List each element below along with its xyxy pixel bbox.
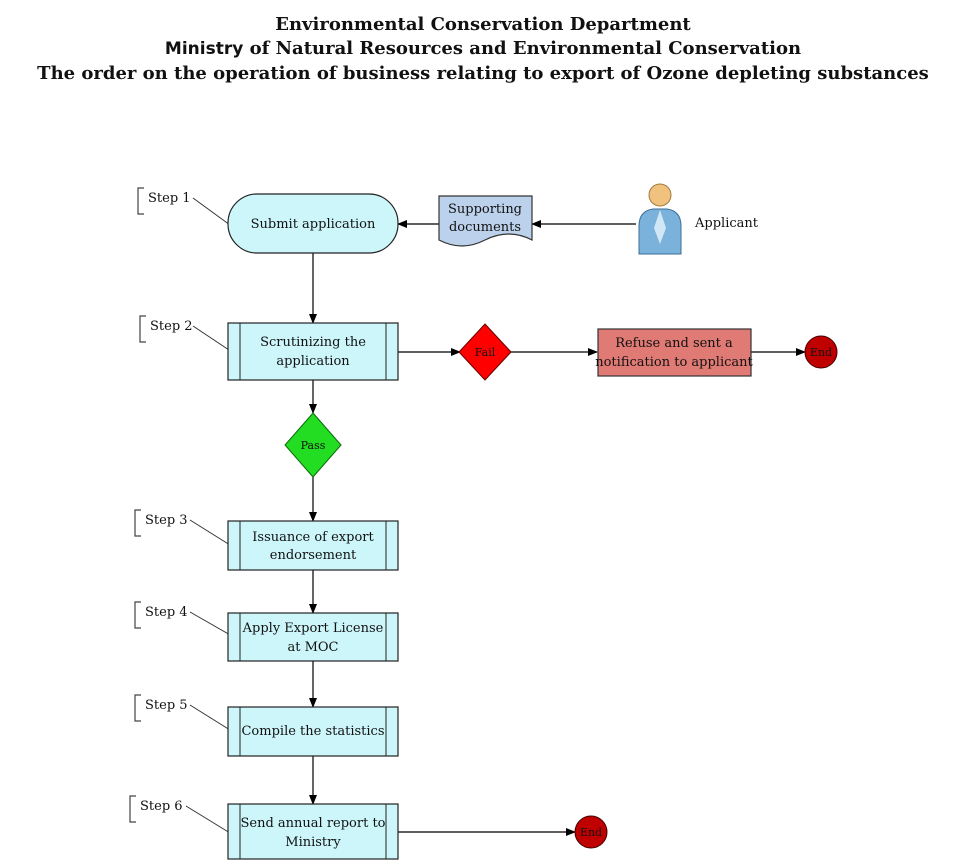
svg-text:at MOC: at MOC xyxy=(287,640,338,655)
applicant-icon xyxy=(638,183,682,255)
svg-text:Pass: Pass xyxy=(301,439,326,452)
scrutinize-node: Scrutinizing the application xyxy=(227,322,399,381)
svg-text:End: End xyxy=(810,346,832,359)
svg-text:Refuse and sent a: Refuse and sent a xyxy=(615,336,733,351)
header-ministry: Ministry of Natural Resources and Enviro… xyxy=(0,38,966,59)
svg-text:Step 5: Step 5 xyxy=(145,698,188,713)
svg-text:endorsement: endorsement xyxy=(270,548,357,563)
step-label-1: Step 1 xyxy=(137,187,231,226)
fail-decision: Fail xyxy=(458,323,512,381)
step-label-3: Step 3 xyxy=(134,509,231,546)
svg-text:documents: documents xyxy=(449,220,521,235)
svg-text:Step 3: Step 3 xyxy=(145,513,188,528)
end-node-1: End xyxy=(804,335,838,369)
applicant-label: Applicant xyxy=(694,216,759,231)
svg-text:Step 6: Step 6 xyxy=(140,799,183,814)
ministry-rest: of Natural Resources and Environmental C… xyxy=(243,38,802,59)
svg-text:Apply Export License: Apply Export License xyxy=(242,621,384,636)
header-order-title: The order on the operation of business r… xyxy=(37,63,929,84)
svg-text:Ministry: Ministry xyxy=(285,835,341,850)
compile-statistics-node: Compile the statistics xyxy=(227,706,399,757)
step-label-2: Step 2 xyxy=(139,315,233,353)
step-label-4: Step 4 xyxy=(134,601,233,637)
pass-decision: Pass xyxy=(284,412,342,478)
supporting-documents-node: Supporting documents xyxy=(438,195,533,247)
issuance-node: Issuance of export endorsement xyxy=(227,520,399,571)
ministry-word: Ministry xyxy=(164,39,244,59)
svg-text:Step 1: Step 1 xyxy=(148,191,191,206)
step-label-5: Step 5 xyxy=(134,694,231,731)
svg-text:notification to applicant: notification to applicant xyxy=(595,355,753,370)
svg-text:End: End xyxy=(580,826,602,839)
svg-text:Step 2: Step 2 xyxy=(150,319,193,334)
svg-text:Compile the statistics: Compile the statistics xyxy=(241,724,384,739)
send-report-node: Send annual report to Ministry xyxy=(227,803,399,860)
step-label-6: Step 6 xyxy=(129,795,231,834)
header-department: Environmental Conservation Department xyxy=(275,14,691,35)
apply-license-node: Apply Export License at MOC xyxy=(227,612,399,662)
svg-text:Fail: Fail xyxy=(475,346,496,359)
refuse-node: Refuse and sent a notification to applic… xyxy=(595,328,754,377)
svg-text:Send annual report to: Send annual report to xyxy=(240,816,385,831)
submit-application-node: Submit application xyxy=(227,193,399,254)
svg-text:Scrutinizing the: Scrutinizing the xyxy=(260,335,366,350)
svg-text:Step 4: Step 4 xyxy=(145,605,188,620)
svg-text:Supporting: Supporting xyxy=(448,202,522,217)
svg-text:application: application xyxy=(276,354,350,369)
end-node-2: End xyxy=(574,815,608,849)
svg-text:Submit application: Submit application xyxy=(251,217,376,232)
svg-text:Issuance of export: Issuance of export xyxy=(252,530,374,545)
